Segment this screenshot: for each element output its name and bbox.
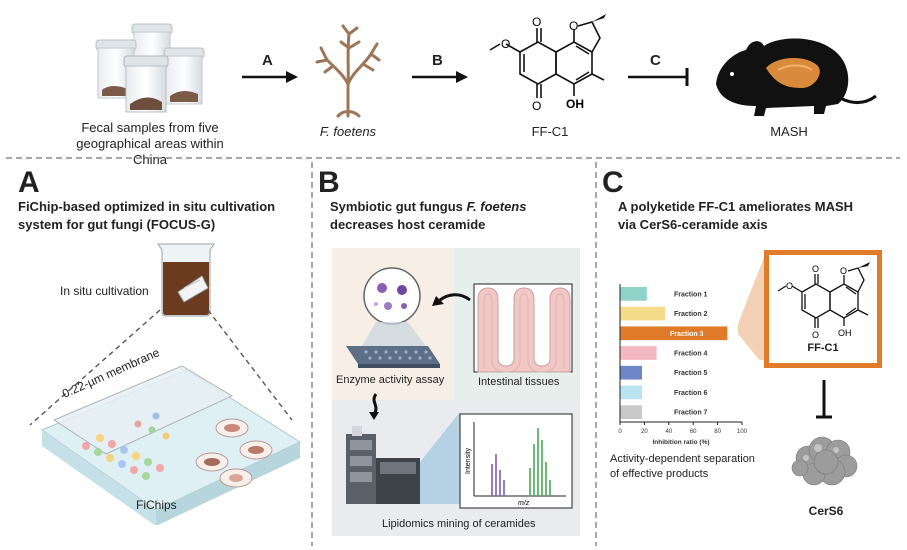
panel-b-title-suffix: decreases host ceramide: [330, 217, 486, 232]
bar-label-1: Fraction 1: [674, 291, 708, 298]
chart-caption: Activity-dependent separation of effecti…: [610, 453, 755, 480]
highlight-compound-label: FF-C1: [807, 342, 839, 354]
panel-b-title: Symbiotic gut fungus F. foetens decrease…: [330, 198, 590, 234]
ff-c1-highlight-box: [764, 250, 882, 368]
fichips-label: FiChips: [136, 498, 177, 512]
bar-label-5: Fraction 5: [674, 370, 708, 377]
tissue-label: Intestinal tissues: [478, 376, 560, 388]
ketone-bottom-atom-small: O: [812, 330, 819, 340]
bar-6: [620, 385, 642, 400]
methoxy-atom-small: O: [786, 281, 793, 291]
x-axis-label: Inhibition ratio (%): [652, 439, 709, 446]
step-c-label: C: [650, 52, 661, 69]
arrow-down-icon: [369, 393, 379, 420]
target-label: CerS6: [808, 504, 844, 518]
arrow-a-icon: [242, 71, 298, 83]
step-a-label: A: [262, 52, 273, 69]
compound-caption: FF-C1: [531, 124, 569, 139]
furan-oxygen-atom: O: [569, 19, 578, 33]
ff-c1-molecule-icon: O O O O OH: [489, 14, 606, 113]
lipidomics-label: Lipidomics mining of ceramides: [382, 518, 536, 530]
ketone-top-atom-small: O: [812, 264, 819, 274]
panel-b-letter: B: [318, 166, 340, 199]
bar-4: [620, 346, 657, 360]
bar-7: [620, 405, 642, 419]
furan-oxygen-atom-small: O: [840, 266, 847, 276]
samples-caption: Fecal samples from five geographical are…: [76, 120, 224, 167]
bar-label-6: Fraction 6: [674, 390, 708, 397]
ketone-bottom-atom: O: [532, 99, 541, 113]
panel-a-letter: A: [18, 166, 40, 199]
panel-a-title: FiChip-based optimized in situ cultivati…: [18, 199, 276, 232]
sample-jars-icon: [95, 23, 205, 113]
panel-c-title: A polyketide FF-C1 ameliorates MASH via …: [618, 199, 854, 232]
step-b-label: B: [432, 52, 443, 69]
panel-c-letter: C: [602, 166, 624, 199]
beaker-icon: [157, 243, 215, 317]
mouse-liver-icon: [716, 38, 877, 116]
inhibition-bar-chart: Fraction 1 Fraction 2 Fraction 3 Fraction 4…: [618, 284, 748, 446]
highlight-connector: [738, 252, 766, 360]
hydroxyl-group-small: OH: [838, 328, 852, 338]
bar-label-7: Fraction 7: [674, 410, 708, 417]
methoxy-atom: O: [501, 37, 510, 51]
inhibition-bar-icon: [816, 380, 832, 419]
ff-c1-structure-small-icon: O O O O OH: [777, 262, 870, 340]
fichips-tray-icon: [40, 365, 302, 525]
x-tick-label-100: 100: [737, 429, 748, 435]
arrow-b-icon: [412, 71, 468, 83]
panel-b-title-species: F. foetens: [466, 199, 527, 214]
bar-label-4: Fraction 4: [674, 351, 708, 358]
ms-xlabel: m/z: [518, 500, 530, 507]
bar-label-3: Fraction 3: [670, 331, 704, 338]
hydroxyl-group: OH: [566, 97, 584, 111]
bar-2: [620, 306, 666, 321]
panel-dividers: [6, 157, 900, 546]
x-tick-label-80: 80: [714, 429, 721, 435]
inhibition-arrow-icon: [628, 68, 689, 86]
enzyme-label: Enzyme activity assay: [336, 374, 445, 386]
zoom-lines: [29, 309, 293, 426]
disease-caption: MASH: [770, 124, 808, 139]
ketone-top-atom: O: [532, 15, 541, 29]
fungus-icon: [315, 24, 381, 118]
x-tick-label-40: 40: [665, 429, 672, 435]
cultivation-label: In situ cultivation: [60, 284, 149, 298]
x-tick-label-20: 20: [641, 429, 648, 435]
enzyme-assay-icon: [346, 267, 573, 373]
panel-b-title-prefix: Symbiotic gut fungus: [330, 199, 463, 214]
bar-1: [620, 287, 647, 301]
bar-3: [620, 326, 728, 341]
fungus-caption: F. foetens: [319, 124, 377, 139]
cers6-protein-icon: [791, 436, 858, 486]
bar-label-2: Fraction 2: [674, 311, 708, 318]
x-tick-label-0: 0: [618, 429, 622, 435]
x-tick-label-60: 60: [690, 429, 697, 435]
ms-ylabel: Intensity: [465, 447, 472, 474]
bar-5: [620, 365, 642, 380]
lcms-instrument-icon: Intensity m/z: [346, 412, 573, 509]
